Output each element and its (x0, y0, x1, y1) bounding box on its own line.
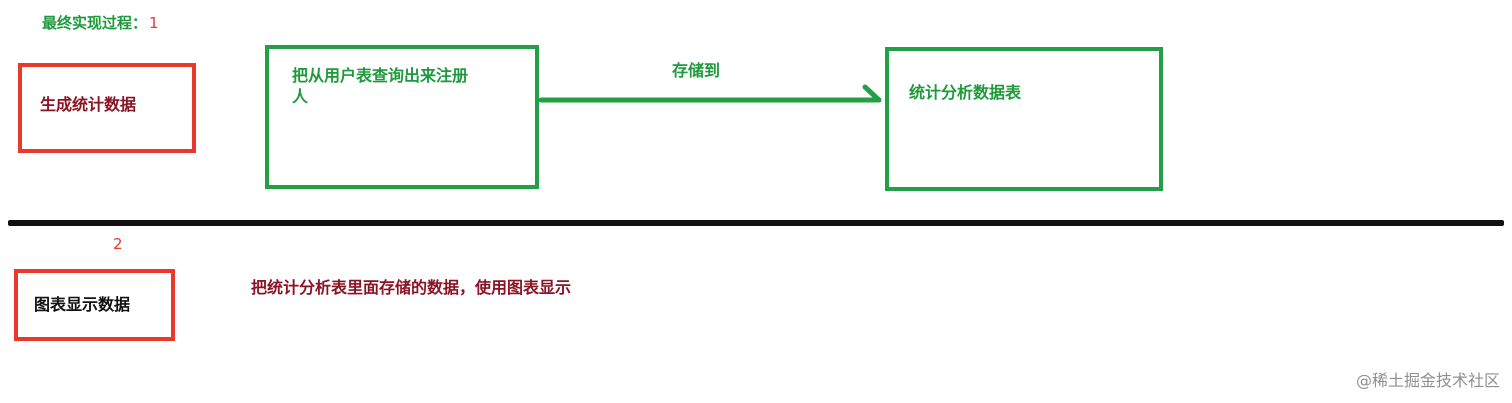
generate-stats-box: 生成统计数据 (18, 63, 196, 153)
process-heading-title: 最终实现过程： (42, 14, 148, 32)
section-divider (8, 220, 1504, 226)
stats-table-box: 统计分析数据表 (885, 47, 1163, 191)
process-heading: 最终实现过程：1 (42, 12, 159, 33)
chart-display-box: 图表显示数据 (14, 269, 175, 341)
chart-display-label: 图表显示数据 (34, 295, 131, 314)
stats-table-label: 统计分析数据表 (909, 83, 1022, 102)
step-1-number: 1 (149, 14, 159, 32)
query-users-label: 把从用户表查询出来注册人 (292, 66, 469, 106)
generate-stats-label: 生成统计数据 (40, 95, 137, 114)
watermark: @稀土掘金技术社区 (1355, 371, 1500, 390)
store-to-arrow (539, 84, 882, 103)
query-users-box: 把从用户表查询出来注册人 (265, 45, 539, 189)
step-2-description: 把统计分析表里面存储的数据，使用图表显示 (251, 278, 572, 297)
store-to-arrow-label: 存储到 (672, 61, 721, 80)
step-2-number: 2 (113, 235, 123, 253)
